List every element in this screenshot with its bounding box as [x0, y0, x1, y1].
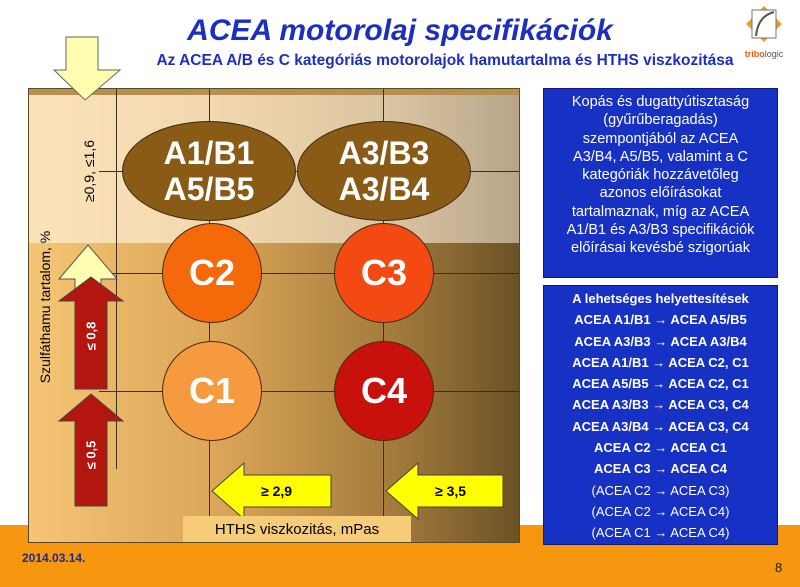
- info-line: azonos előírásokat: [599, 185, 722, 202]
- x-axis-label: HTHS viszkozitás, mPas: [183, 516, 411, 542]
- substitution-item: ACEA A3/B3 → ACEA A3/B4: [574, 333, 747, 349]
- info-line: kategóriák hozzávetőleg: [582, 167, 739, 184]
- circle-c1: C1: [162, 341, 262, 441]
- info-box: Kopás és dugattyútisztaság (gyűrűberagad…: [543, 88, 778, 278]
- arrows: [57, 244, 504, 521]
- logo-icon: [746, 6, 782, 42]
- ash-level-high: ≥0,9, ≤1,6: [81, 139, 97, 203]
- slide-title: ACEA motorolaj specifikációk: [187, 14, 613, 47]
- substitution-item: ACEA A3/B3 → ACEA C3, C4: [572, 397, 749, 413]
- substitution-item: ACEA A3/B4 → ACEA C3, C4: [572, 418, 749, 434]
- ash-level-08: ≤ 0,8: [83, 321, 99, 351]
- substitution-item: ACEA C2 → ACEA C1: [594, 440, 727, 456]
- substitution-item: ACEA C3 → ACEA C4: [594, 461, 727, 477]
- circle-c4: C4: [334, 341, 434, 441]
- arrow-down-light-icon: [52, 36, 122, 101]
- circle-c3: C3: [334, 223, 434, 323]
- arrow-left-yellow-icon: [385, 461, 504, 521]
- optional-substitution-item: (ACEA C1 → ACEA C4): [591, 525, 730, 541]
- logo-text: tribologic: [744, 49, 784, 59]
- substitution-item: ACEA A1/B1 → ACEA C2, C1: [572, 354, 749, 370]
- slide-date: 2014.03.14.: [22, 551, 86, 565]
- hths-level-35: ≥ 3,5: [435, 483, 467, 499]
- substitutions-title: A lehetséges helyettesítések: [572, 291, 749, 306]
- hths-level-29: ≥ 2,9: [261, 483, 293, 499]
- substitution-item: ACEA A1/B1 → ACEA A5/B5: [574, 312, 747, 328]
- ash-level-05: ≤ 0,5: [83, 440, 99, 470]
- info-line: szempontjából az ACEA: [582, 130, 739, 147]
- page-number: 8: [775, 560, 783, 575]
- substitutions-box: A lehetséges helyettesítések ACEA A1/B1 …: [543, 285, 778, 545]
- substitution-item: ACEA A5/B5 → ACEA C2, C1: [572, 376, 749, 392]
- info-line: tartalmaznak, míg az ACEA: [571, 203, 750, 220]
- info-line: (gyűrűberagadás): [603, 112, 718, 129]
- info-line: előírásai kevésbé szigorúak: [571, 240, 750, 257]
- arrow-up-red-icon: [57, 393, 125, 507]
- info-line: Kopás és dugattyútisztaság: [571, 94, 750, 110]
- slide-subtitle: Az ACEA A/B és C kategóriás motorolajok …: [156, 52, 734, 69]
- optional-substitution-item: (ACEA C2 → ACEA C3): [591, 482, 730, 498]
- arrow-up-red-icon: [57, 276, 125, 390]
- info-line: A3/B4, A5/B5, valamint a C: [573, 148, 748, 165]
- optional-substitution-item: (ACEA C2 → ACEA C4): [591, 503, 730, 519]
- info-line: A1/B1 és A3/B3 specifikációk: [566, 222, 755, 239]
- circle-c2: C2: [162, 223, 262, 323]
- y-axis-label: Szulfáthamu tartalom, %: [37, 230, 53, 384]
- tribologic-logo: tribologic: [738, 4, 790, 60]
